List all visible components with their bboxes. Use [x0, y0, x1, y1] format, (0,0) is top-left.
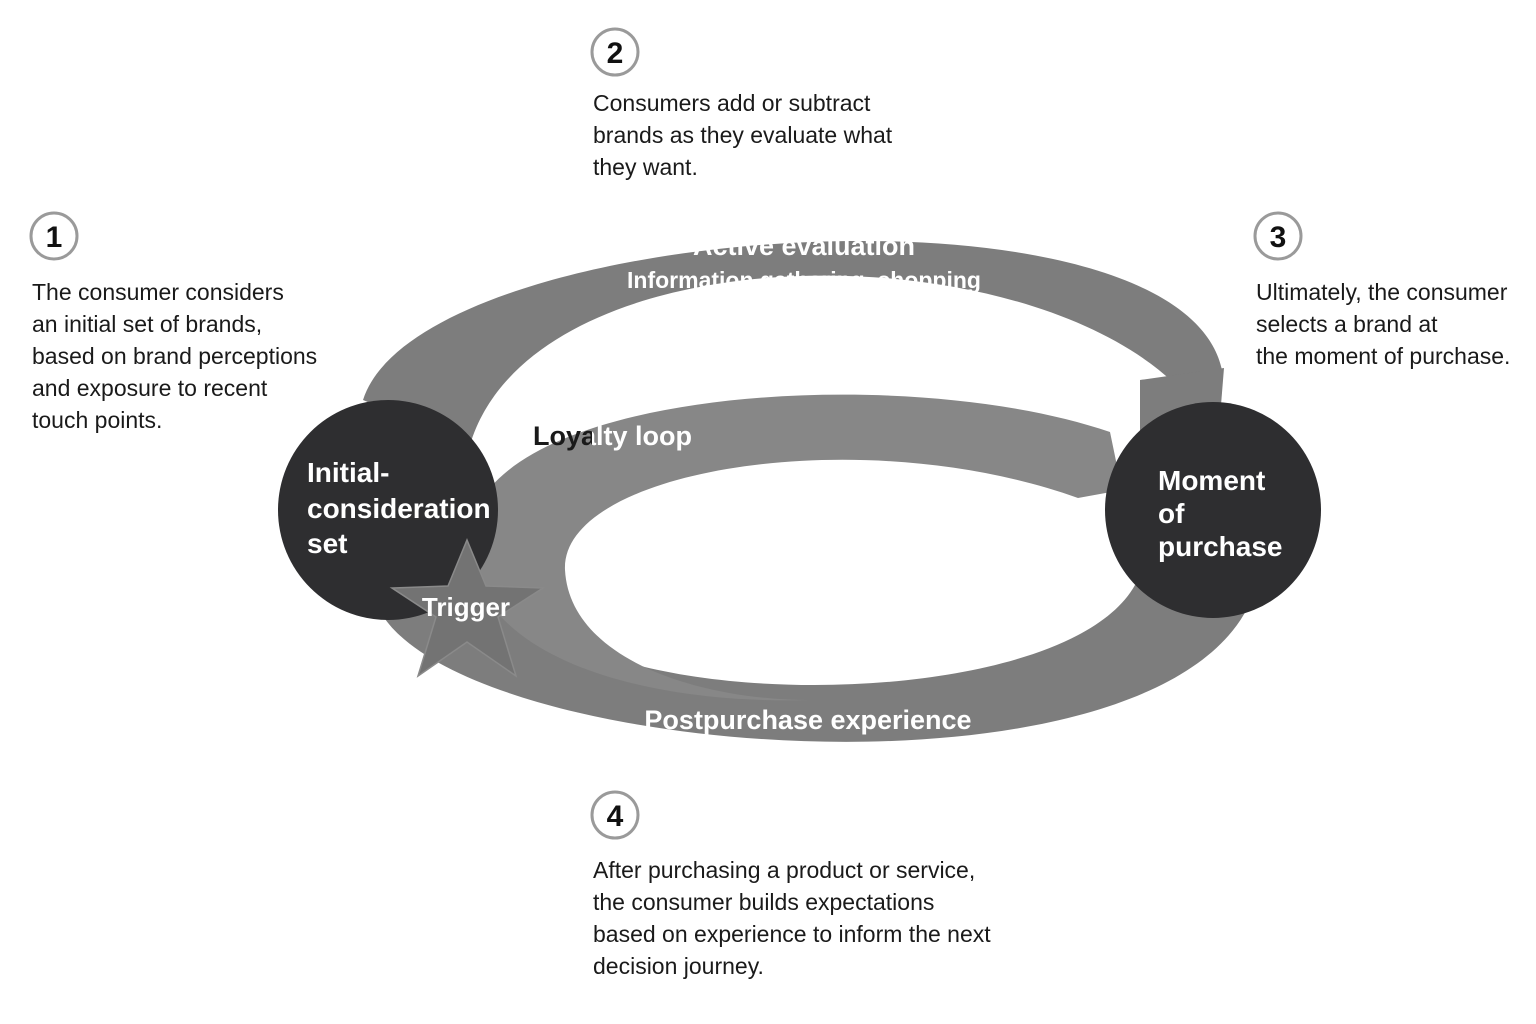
- initial-consideration-node: [278, 400, 498, 620]
- trigger-label: Trigger: [422, 592, 510, 622]
- step-2-badge: [590, 27, 640, 77]
- postpurchase-band: [375, 585, 1255, 742]
- loyalty-loop-label-dark: Loyalty loop: [533, 421, 692, 451]
- active-evaluation-subtitle: Information gathering, shopping: [627, 267, 981, 293]
- postpurchase-subtitle: Ongoing exposure: [706, 741, 909, 767]
- step-1-badge: [29, 211, 79, 261]
- outer-ring-band: [363, 240, 1222, 445]
- step-1-description: The consumer considers an initial set of…: [32, 279, 324, 433]
- active-evaluation-title: Active evaluation: [693, 231, 915, 261]
- step-4-badge: [590, 790, 640, 840]
- step-3-badge: [1253, 211, 1303, 261]
- step-1: 1 The consumer considers an initial set …: [29, 211, 324, 433]
- step-4: 4 After purchasing a product or service,…: [590, 790, 997, 979]
- step-1-number: 1: [46, 221, 63, 254]
- step-3-description: Ultimately, the consumer selects a brand…: [1256, 279, 1514, 369]
- step-2-number: 2: [607, 37, 624, 70]
- step-4-number: 4: [607, 800, 624, 833]
- step-3-number: 3: [1270, 221, 1287, 254]
- step-4-description: After purchasing a product or service, t…: [593, 857, 997, 979]
- step-3: 3 Ultimately, the consumer selects a bra…: [1253, 211, 1514, 369]
- postpurchase-title: Postpurchase experience: [644, 705, 971, 735]
- moment-of-purchase-label: Moment of purchase: [1158, 465, 1283, 562]
- initial-consideration-label: Initial- consideration set: [307, 457, 498, 559]
- step-2-description: Consumers add or subtract brands as they…: [593, 90, 899, 180]
- step-2: 2 Consumers add or subtract brands as th…: [590, 27, 899, 180]
- trigger-star-icon: [389, 538, 546, 678]
- moment-of-purchase-node: [1105, 402, 1321, 618]
- loyalty-loop-band: [470, 394, 1122, 701]
- loyalty-loop-label-light: Loyalty loop: [533, 421, 692, 451]
